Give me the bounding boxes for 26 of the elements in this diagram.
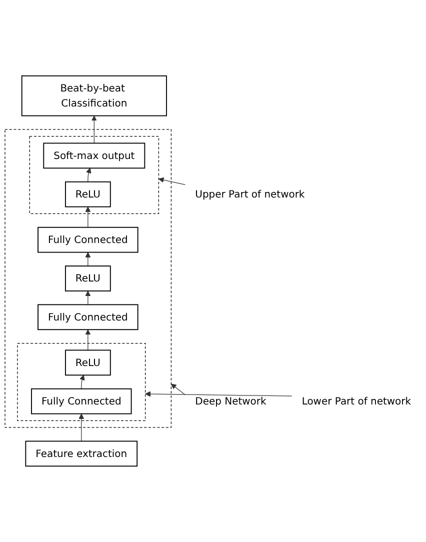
arrow: [78, 414, 84, 442]
node-text: Upper Part of network: [195, 188, 305, 200]
arrow: [85, 252, 91, 266]
node-box: Fully Connected: [38, 226, 138, 253]
node-box: ReLU: [65, 181, 111, 208]
node-box: Soft-max output: [43, 142, 146, 169]
arrow: [85, 329, 91, 350]
node-box: Fully Connected: [31, 388, 132, 414]
cluster: [17, 343, 146, 421]
cluster: [4, 129, 172, 428]
node-box: ReLU: [65, 266, 111, 292]
arrow: [170, 384, 186, 396]
arrow: [91, 116, 97, 144]
cluster: [29, 136, 160, 214]
arrow: [145, 391, 292, 397]
arrow: [85, 206, 91, 228]
arrow: [80, 374, 85, 390]
node-box: Feature extraction: [25, 440, 138, 467]
node-box: Beat-by-beat Classification: [21, 75, 167, 116]
arrow: [86, 168, 92, 182]
node-box: ReLU: [65, 350, 111, 376]
arrow: [85, 290, 91, 305]
node-text: Lower Part of network: [302, 395, 412, 407]
node-box: Fully Connected: [38, 304, 138, 330]
node-text: Deep Network: [195, 395, 266, 407]
arrow: [158, 177, 186, 185]
